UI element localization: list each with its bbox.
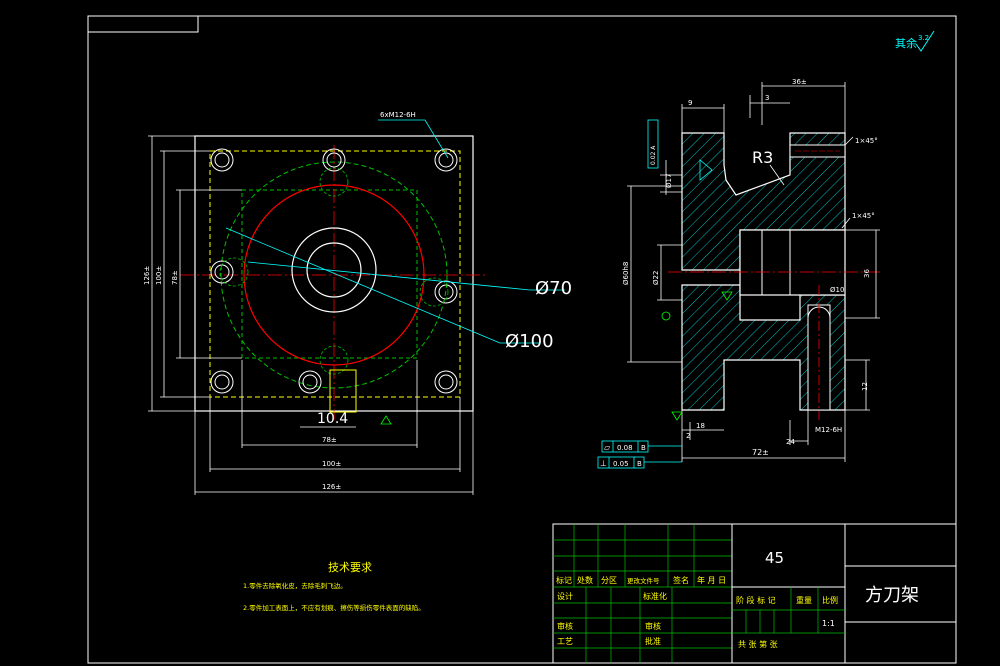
hdr-mark: 标记 — [556, 575, 572, 585]
dim-r3: R3 — [752, 148, 773, 167]
dim-h12: 12 — [861, 382, 869, 391]
tol-vertical: 0.02 A — [650, 145, 657, 165]
title-block: 45 方刀架 标记 处数 分区 更改文件号 签名 年 月 日 设计 标准化 审核… — [552, 523, 957, 664]
surface-finish-label: 其余 — [895, 36, 917, 50]
dim-m12: M12-6H — [815, 426, 842, 434]
tol-1-ref: B — [641, 444, 646, 452]
roughness-icon — [915, 30, 935, 52]
left-dimension-lines — [148, 135, 242, 412]
side-right-dims — [845, 229, 880, 411]
hdr-date: 年 月 日 — [697, 575, 726, 585]
bottom-slot — [329, 369, 357, 413]
dim-w100: 100± — [322, 460, 341, 468]
dim-c1: 1×45° — [855, 137, 878, 145]
dim-top-w: 36± — [792, 78, 807, 86]
dim-d100: Ø100 — [505, 331, 554, 352]
dim-d70: Ø70 — [535, 278, 572, 299]
material: 45 — [765, 549, 784, 567]
dim-left-v3: Ø17 — [665, 174, 673, 188]
bore-outer — [291, 227, 377, 313]
tolerance-frame-2: ⊥ 0.05 B — [597, 456, 682, 469]
bolt-holes — [210, 148, 458, 394]
bottom-dimension-lines — [194, 360, 474, 495]
dim-h78: 78± — [171, 270, 179, 285]
dim-w104: 10.4 — [317, 411, 348, 427]
weight-label: 重量 — [796, 595, 812, 605]
tol-2-sym: ⊥ — [600, 459, 607, 468]
dim-d18: 18 — [696, 422, 705, 430]
dim-h126: 126± — [143, 266, 151, 285]
dim-left-v: Ø60h8 — [622, 262, 630, 285]
row-review: 审核 — [645, 621, 661, 631]
hdr-sign: 签名 — [673, 575, 689, 585]
dim-c2: 1×45° — [852, 212, 875, 220]
technical-requirements: 技术要求 1.零件去除氧化皮，去除毛刺飞边。 2.零件加工表面上，不应有划痕、擦… — [243, 561, 425, 612]
row-check: 审核 — [557, 621, 573, 631]
tol-2-ref: B — [637, 460, 642, 468]
tol-2-val: 0.05 — [613, 460, 629, 468]
front-view: Ø70 Ø100 6xM12-6H 10.4 78± 100± 126± — [143, 111, 572, 495]
hdr-doc: 更改文件号 — [627, 576, 660, 585]
tech-line-2: 2.零件加工表面上，不应有划痕、擦伤等损伤零件表面的缺陷。 — [243, 603, 425, 612]
stage-mark: 阶 段 标 记 — [736, 595, 776, 605]
side-bottom-dims — [681, 410, 846, 462]
tol-1-val: 0.08 — [617, 444, 633, 452]
row-design: 设计 — [557, 591, 573, 601]
tech-line-1: 1.零件去除氧化皮，去除毛刺飞边。 — [243, 581, 347, 590]
dim-d24: 24 — [786, 438, 795, 446]
dim-d3: 3 — [765, 94, 769, 102]
sheet-count: 共 张 第 张 — [738, 639, 778, 649]
dim-d9: 9 — [688, 99, 692, 107]
threaded-hole-callout: 6xM12-6H — [380, 111, 416, 119]
dim-left-v2: Ø22 — [652, 271, 660, 285]
side-section-view: Ø60h8 Ø22 Ø17 0.02 A 9 36± 3 R3 1×45° 1×… — [597, 78, 880, 469]
sheet-frame — [87, 15, 957, 664]
surface-finish-value: 3.2 — [918, 34, 929, 42]
part-name: 方刀架 — [865, 585, 919, 606]
section-hatch — [681, 132, 846, 411]
dim-h36: 36 — [863, 269, 871, 278]
surface-finish-note: 其余 3.2 — [895, 30, 935, 52]
dim-phi: Ø10 — [830, 286, 844, 294]
dim-d72: 72± — [752, 448, 769, 457]
hdr-zone: 分区 — [601, 576, 617, 585]
row-process: 工艺 — [557, 637, 573, 646]
hidden-outline — [209, 150, 461, 398]
scale-label: 比例 — [822, 595, 838, 605]
hdr-count: 处数 — [577, 575, 593, 585]
scale-value: 1:1 — [822, 619, 835, 628]
side-left-dims — [627, 160, 682, 363]
dim-w78: 78± — [322, 436, 337, 444]
dim-w126: 126± — [322, 483, 341, 491]
tech-heading: 技术要求 — [328, 561, 372, 574]
dim-h100: 100± — [155, 266, 163, 285]
row-approve: 批准 — [645, 636, 661, 646]
tolerance-frame-1: ▱ 0.08 B — [601, 440, 682, 453]
inner-hidden-square — [241, 189, 418, 359]
tol-1-sym: ▱ — [604, 443, 611, 452]
row-std: 标准化 — [643, 591, 667, 601]
bore-inner — [306, 242, 362, 298]
dim-d2: 2 — [686, 432, 690, 440]
side-top-dims — [681, 82, 846, 133]
